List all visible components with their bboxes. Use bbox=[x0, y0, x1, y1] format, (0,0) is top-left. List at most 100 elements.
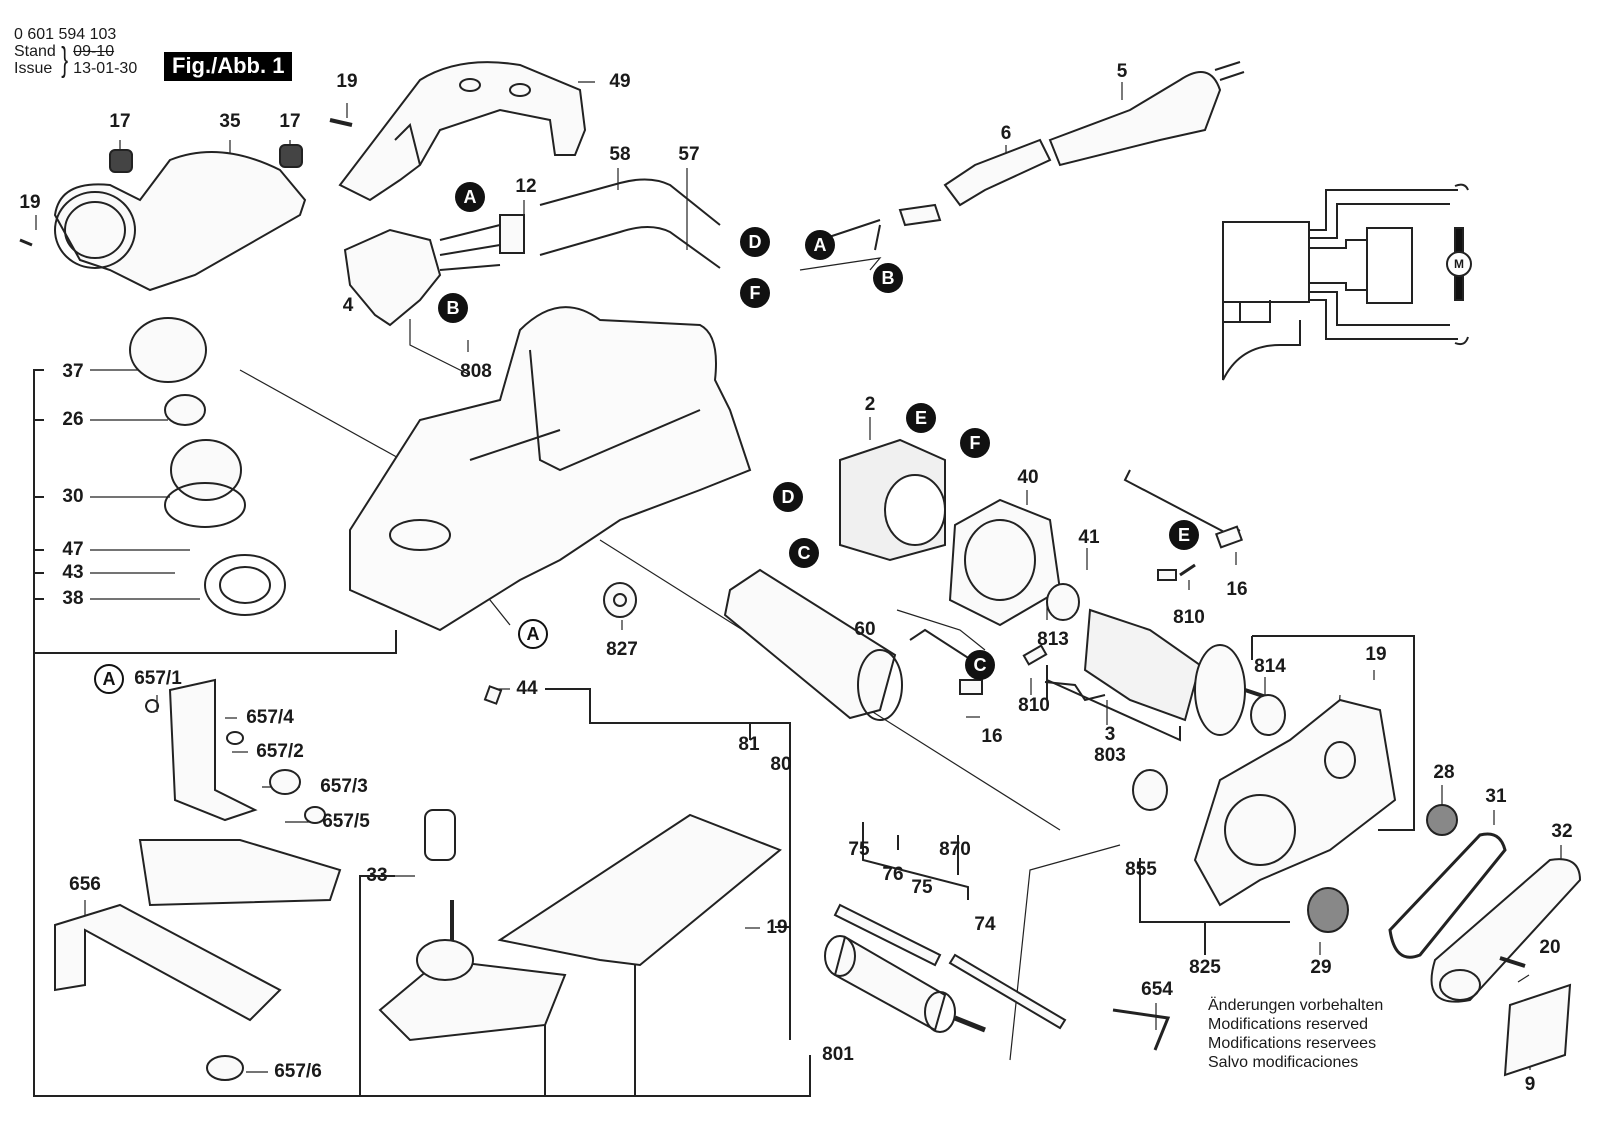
callout-12: 12 bbox=[515, 176, 537, 197]
callout-657-6: 657/6 bbox=[274, 1061, 322, 1082]
connector-f: F bbox=[960, 428, 990, 458]
brush-holders-and-brushes bbox=[909, 469, 1244, 702]
callout-47: 47 bbox=[62, 539, 84, 560]
callout-35: 35 bbox=[219, 111, 241, 132]
note-spanish: Salvo modificaciones bbox=[1208, 1054, 1359, 1071]
connector-d: D bbox=[773, 482, 803, 512]
document-header: 0 601 594 103 Stand Issue } 09-10 13-01-… bbox=[14, 26, 137, 77]
part-40-fan-baffle bbox=[948, 498, 1062, 627]
callout-810: 810 bbox=[1173, 607, 1205, 628]
callout-20: 20 bbox=[1539, 937, 1561, 958]
connector-b: B bbox=[873, 263, 903, 293]
callout-30: 30 bbox=[62, 486, 84, 507]
callout-26: 26 bbox=[62, 409, 84, 430]
callout-80: 80 bbox=[770, 754, 792, 775]
connector-b: B bbox=[438, 293, 468, 323]
brace-symbol: } bbox=[61, 41, 68, 79]
callout-654: 654 bbox=[1141, 979, 1173, 1000]
connector-a: A bbox=[805, 230, 835, 260]
callout-813: 813 bbox=[1037, 629, 1069, 650]
callout-75: 75 bbox=[848, 839, 870, 860]
callout-814: 814 bbox=[1254, 656, 1286, 677]
callout-803: 803 bbox=[1094, 745, 1126, 766]
part-656-parallel-guide bbox=[54, 678, 342, 1081]
callout-17: 17 bbox=[279, 111, 301, 132]
callout-657-4: 657/4 bbox=[246, 707, 294, 728]
connector-f: F bbox=[740, 278, 770, 308]
connector-e: E bbox=[906, 403, 936, 433]
part-3-armature bbox=[1046, 583, 1276, 736]
callout-32: 32 bbox=[1551, 821, 1573, 842]
stand-label: Stand bbox=[14, 43, 56, 60]
power-plug-and-cord bbox=[819, 61, 1245, 251]
part-827-bearing bbox=[603, 582, 637, 618]
note-french: Modifications reservees bbox=[1208, 1035, 1377, 1052]
callout-810: 810 bbox=[1018, 695, 1050, 716]
part-4-switch bbox=[343, 214, 525, 327]
part-49-handle-cover bbox=[338, 61, 587, 202]
callout-31: 31 bbox=[1485, 786, 1507, 807]
callout-657-1: 657/1 bbox=[134, 668, 182, 689]
connector-e: E bbox=[1169, 520, 1199, 550]
connector-d: D bbox=[740, 227, 770, 257]
blade-drum-assembly bbox=[824, 903, 1067, 1033]
callout-855: 855 bbox=[1125, 859, 1157, 880]
callout-37: 37 bbox=[62, 361, 84, 382]
part-654-hex-key bbox=[1112, 1008, 1171, 1051]
callout-657-3: 657/3 bbox=[320, 776, 368, 797]
callout-808: 808 bbox=[460, 361, 492, 382]
callout-41: 41 bbox=[1078, 527, 1100, 548]
callout-29: 29 bbox=[1310, 957, 1332, 978]
callout-19: 19 bbox=[336, 71, 358, 92]
callout-40: 40 bbox=[1017, 467, 1039, 488]
callout-19: 19 bbox=[766, 917, 788, 938]
callout-74: 74 bbox=[974, 914, 996, 935]
callout-81: 81 bbox=[738, 734, 760, 755]
callout-657-5: 657/5 bbox=[322, 811, 370, 832]
callout-9: 9 bbox=[1524, 1074, 1536, 1095]
callout-801: 801 bbox=[822, 1044, 854, 1065]
part-60-dust-tube bbox=[723, 568, 903, 721]
callout-28: 28 bbox=[1433, 762, 1455, 783]
callout-38: 38 bbox=[62, 588, 84, 609]
callout-76: 76 bbox=[882, 864, 904, 885]
callout-19: 19 bbox=[19, 192, 41, 213]
connector-a: A bbox=[455, 182, 485, 212]
part-2-stator bbox=[839, 438, 946, 562]
callout-33: 33 bbox=[366, 865, 388, 886]
callout-825: 825 bbox=[1189, 957, 1221, 978]
connector-a-open: A bbox=[518, 619, 548, 649]
callout-656: 656 bbox=[69, 874, 101, 895]
base-plates bbox=[378, 685, 782, 1042]
callout-16: 16 bbox=[1226, 579, 1248, 600]
note-german: Änderungen vorbehalten bbox=[1208, 997, 1384, 1014]
callout-19: 19 bbox=[1365, 644, 1387, 665]
main-housing bbox=[349, 306, 752, 632]
part-number: 0 601 594 103 bbox=[14, 26, 117, 43]
callout-4: 4 bbox=[342, 295, 354, 316]
callout-44: 44 bbox=[516, 678, 538, 699]
connector-c: C bbox=[965, 650, 995, 680]
callout-17: 17 bbox=[109, 111, 131, 132]
depth-knob-assembly bbox=[129, 317, 286, 616]
callout-657-2: 657/2 bbox=[256, 741, 304, 762]
callout-49: 49 bbox=[609, 71, 631, 92]
bracket-lines bbox=[33, 369, 1415, 1097]
callout-75: 75 bbox=[911, 877, 933, 898]
part-19-screw bbox=[329, 118, 353, 127]
part-825-belt-cover bbox=[1193, 698, 1397, 907]
figure-label: Fig./Abb. 1 bbox=[164, 52, 293, 81]
connector-c: C bbox=[789, 538, 819, 568]
callout-2: 2 bbox=[864, 394, 876, 415]
callout-5: 5 bbox=[1116, 61, 1128, 82]
modifications-notice: Änderungen vorbehalten Modifications res… bbox=[1208, 996, 1383, 1072]
stand-value: 09-10 bbox=[73, 43, 115, 60]
pulleys-and-belt bbox=[1307, 804, 1582, 1077]
callout-43: 43 bbox=[62, 562, 84, 583]
bearings bbox=[1132, 694, 1286, 811]
callout-60: 60 bbox=[854, 619, 876, 640]
motor-symbol: M bbox=[1454, 257, 1464, 271]
callout-57: 57 bbox=[678, 144, 700, 165]
issue-label: Issue bbox=[14, 60, 53, 77]
